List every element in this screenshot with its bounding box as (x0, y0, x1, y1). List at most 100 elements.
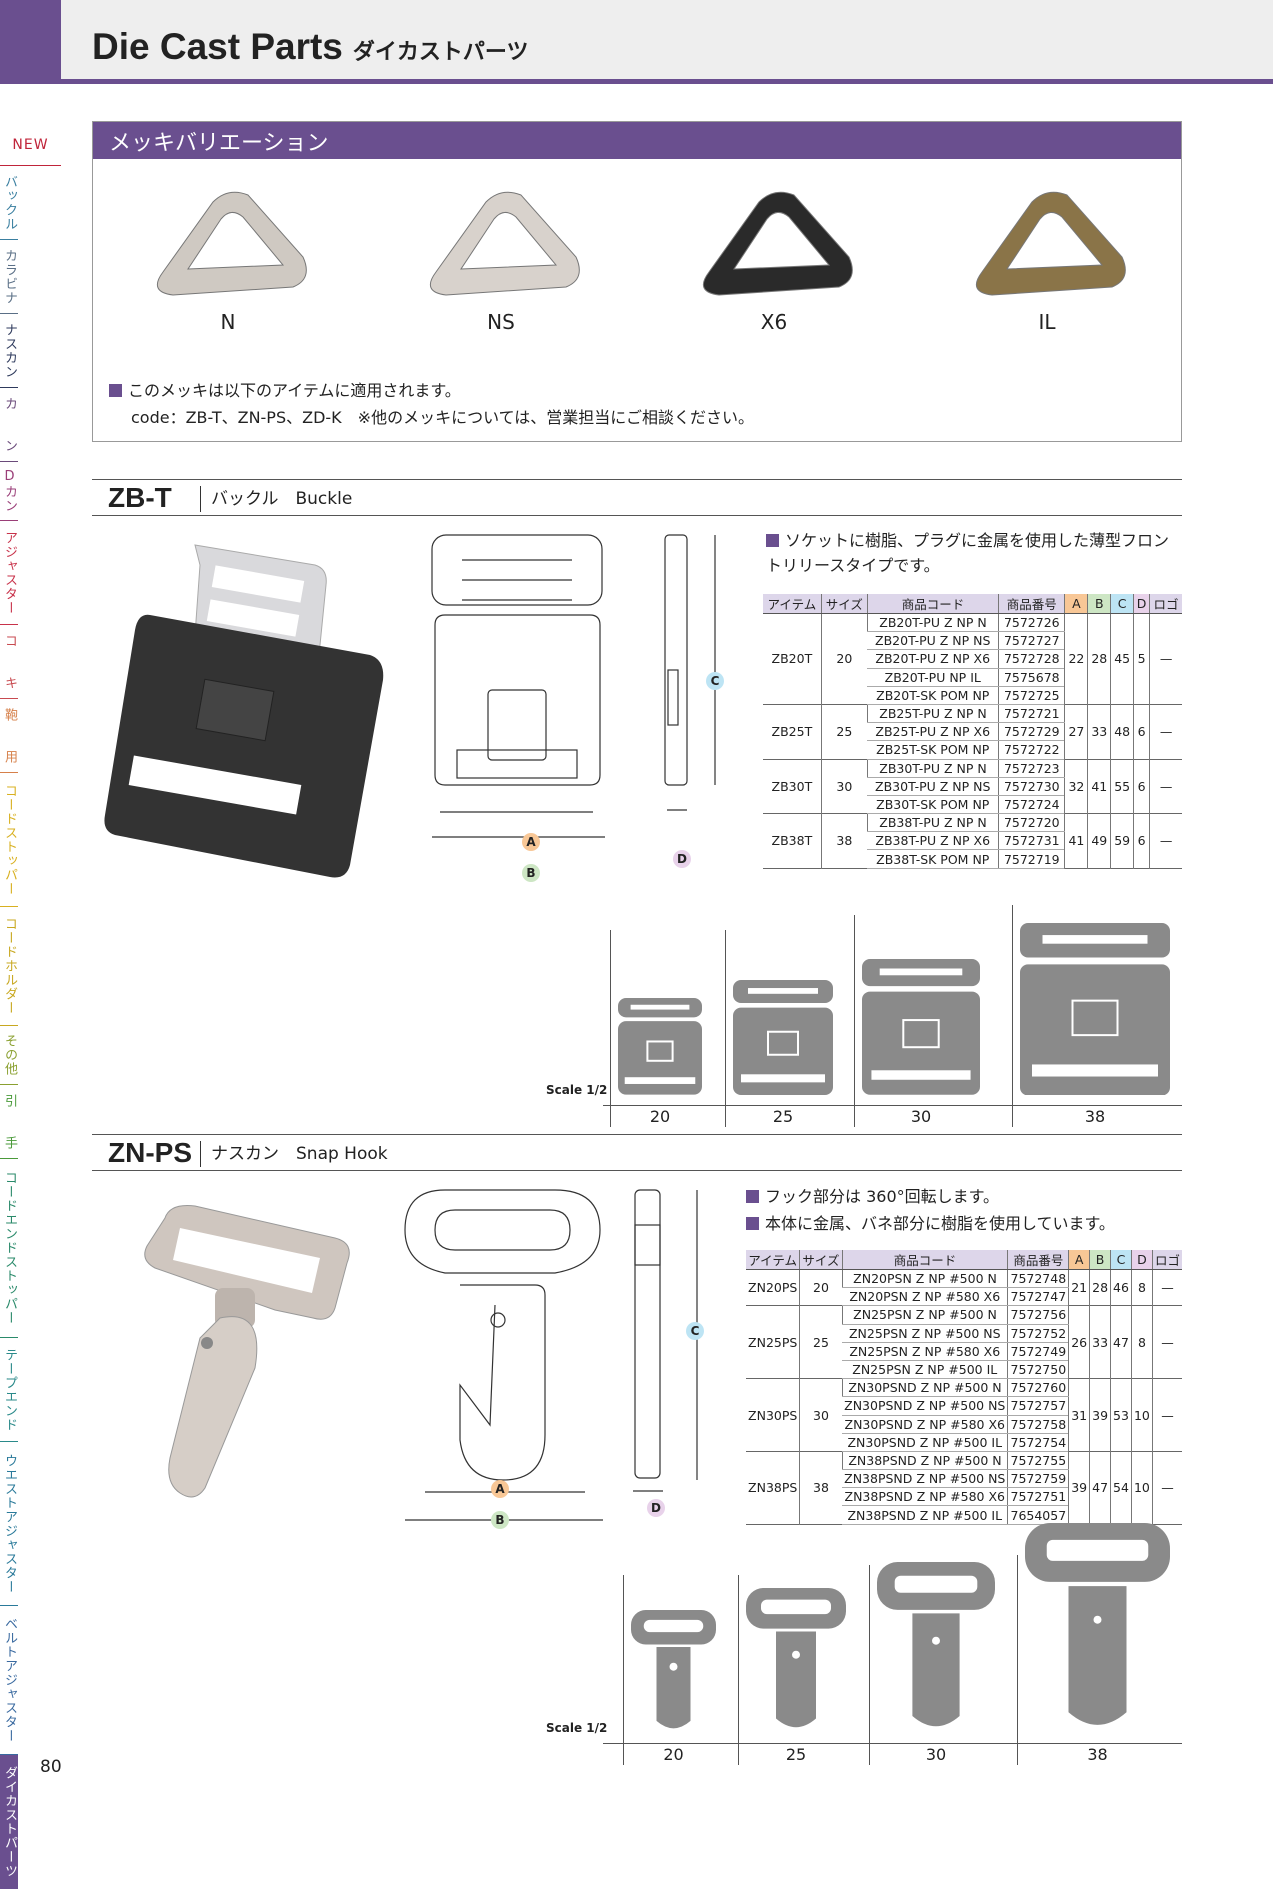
sidebar-item[interactable]: NEW (0, 120, 61, 166)
snap-hook-photo (144, 1205, 350, 1498)
buckle-silhouette-icon (733, 980, 833, 1095)
column-header: サイズ (820, 594, 868, 614)
product-code-cell: ZN38PSND Z NP #500 NS (842, 1469, 1008, 1489)
snap-hook-silhouette-icon (1025, 1522, 1170, 1725)
item-cell: ZB20T (763, 613, 822, 705)
zbt-note-text: ソケットに樹脂、プラグに金属を使用した薄型フロントリリースタイプです。 (766, 531, 1170, 575)
zbt-note: ソケットに樹脂、プラグに金属を使用した薄型フロントリリースタイプです。 (766, 528, 1182, 578)
scale-label: Scale 1/2 (546, 1083, 608, 1097)
sidebar-item[interactable]: コードストッパー (0, 773, 18, 907)
sidebar-item[interactable]: ダイカストパーツ (0, 1755, 18, 1889)
product-code-cell: ZB30T-SK POM NP (867, 795, 999, 815)
sidebar-item[interactable]: コ キ (0, 625, 18, 699)
dim-d-cell: 10 (1130, 1450, 1153, 1525)
column-header: D (1133, 594, 1150, 614)
product-number-cell: 7572726 (998, 612, 1065, 633)
item-cell: ZN30PS (746, 1378, 800, 1452)
dim-c-cell: 59 (1110, 813, 1134, 869)
dim-a-cell: 26 (1068, 1305, 1090, 1379)
dim-b-cell: 28 (1089, 1268, 1111, 1306)
column-header: 商品番号 (1007, 1250, 1069, 1270)
product-code-cell: ZB38T-SK POM NP (867, 849, 999, 869)
snap-hook-silhouette-icon (746, 1588, 846, 1728)
dim-a-cell: 22 (1064, 613, 1088, 705)
size-label: 38 (1087, 1745, 1108, 1764)
product-number-cell: 7572747 (1007, 1287, 1069, 1307)
size-cell: 20 (799, 1268, 843, 1306)
dim-d-cell: 8 (1130, 1268, 1153, 1306)
sidebar-item[interactable]: ベルトアジャスター (0, 1606, 18, 1755)
dim-label-c: C (706, 672, 724, 690)
sidebar-item[interactable]: ウエストアジャスター (0, 1442, 18, 1606)
dim-a-cell: 41 (1064, 813, 1088, 869)
sidebar-item[interactable]: コードホルダー (0, 907, 18, 1026)
dim-c-cell: 46 (1110, 1268, 1132, 1306)
column-header: サイズ (799, 1250, 843, 1270)
d-ring-icon (156, 191, 307, 296)
sidebar-item[interactable]: テープエンド (0, 1338, 18, 1442)
dim-logo-cell: — (1149, 813, 1182, 869)
sidebar-item[interactable]: コードエンドストッパー (0, 1159, 18, 1338)
product-number-cell: 7572760 (1007, 1378, 1069, 1398)
sidebar-item[interactable]: バックル (0, 166, 18, 240)
product-number-cell: 7572748 (1007, 1268, 1069, 1289)
sidebar-item[interactable]: カ ン (0, 388, 18, 462)
dim-c-cell: 54 (1110, 1450, 1132, 1525)
size-label: 30 (925, 1745, 947, 1764)
sidebar-item[interactable]: ナスカン (0, 314, 18, 388)
scale-divider (738, 1575, 739, 1765)
dim-d-cell: 10 (1130, 1378, 1153, 1452)
product-code-cell: ZN38PSND Z NP #500 N (841, 1450, 1008, 1471)
sidebar-item[interactable]: 引 手 (0, 1085, 18, 1159)
product-number-cell: 7572729 (998, 722, 1065, 742)
item-cell: ZN38PS (746, 1450, 800, 1525)
section-code: ZN-PS (108, 1137, 192, 1168)
sidebar-item[interactable]: Dカン (0, 462, 18, 521)
scale-baseline (603, 1105, 1182, 1106)
dim-logo-cell: — (1151, 1450, 1182, 1525)
sidebar-item[interactable]: アジャスター (0, 521, 18, 625)
sidebar-item[interactable]: カラビナ (0, 240, 18, 314)
bullet-square-icon (766, 534, 779, 547)
sidebar-item[interactable]: 鞄 用 (0, 699, 18, 773)
bullet-square-icon (746, 1190, 759, 1203)
dim-label-d: D (673, 850, 691, 868)
dim-a-cell: 31 (1068, 1378, 1090, 1452)
product-number-cell: 7572724 (998, 795, 1065, 815)
product-number-cell: 7572749 (1007, 1342, 1069, 1361)
buckle-silhouette-icon (618, 998, 702, 1095)
product-number-cell: 7572757 (1007, 1396, 1069, 1416)
product-code-cell: ZB20T-SK POM NP (867, 686, 999, 705)
dim-logo-cell: — (1151, 1268, 1182, 1306)
sidebar-item[interactable]: その他 (0, 1026, 18, 1085)
znps-note-text: 本体に金属、バネ部分に樹脂を使用しています。 (765, 1214, 1115, 1233)
dim-b-cell: 33 (1087, 703, 1111, 759)
product-number-cell: 7572725 (998, 686, 1065, 705)
znps-note-1: フック部分は 360°回転します。 (746, 1183, 999, 1210)
dim-d-cell: 6 (1133, 813, 1150, 869)
product-number-cell: 7572758 (1007, 1415, 1069, 1434)
buckle-photo (104, 544, 384, 878)
header-band (0, 0, 1273, 80)
dim-d-cell: 6 (1133, 758, 1150, 814)
product-code-cell: ZN20PSN Z NP #580 X6 (842, 1287, 1008, 1307)
plating-note: このメッキは以下のアイテムに適用されます。 (109, 377, 461, 404)
product-code-cell: ZB25T-SK POM NP (867, 740, 999, 760)
column-header: C (1110, 594, 1134, 614)
plating-label: NS (487, 310, 515, 334)
product-code-cell: ZN25PSN Z NP #500 N (841, 1305, 1008, 1325)
dim-c-cell: 53 (1110, 1378, 1132, 1452)
dim-b-cell: 47 (1089, 1450, 1111, 1525)
dim-b-cell: 41 (1087, 758, 1111, 814)
product-code-cell: ZN30PSND Z NP #500 NS (842, 1396, 1008, 1416)
